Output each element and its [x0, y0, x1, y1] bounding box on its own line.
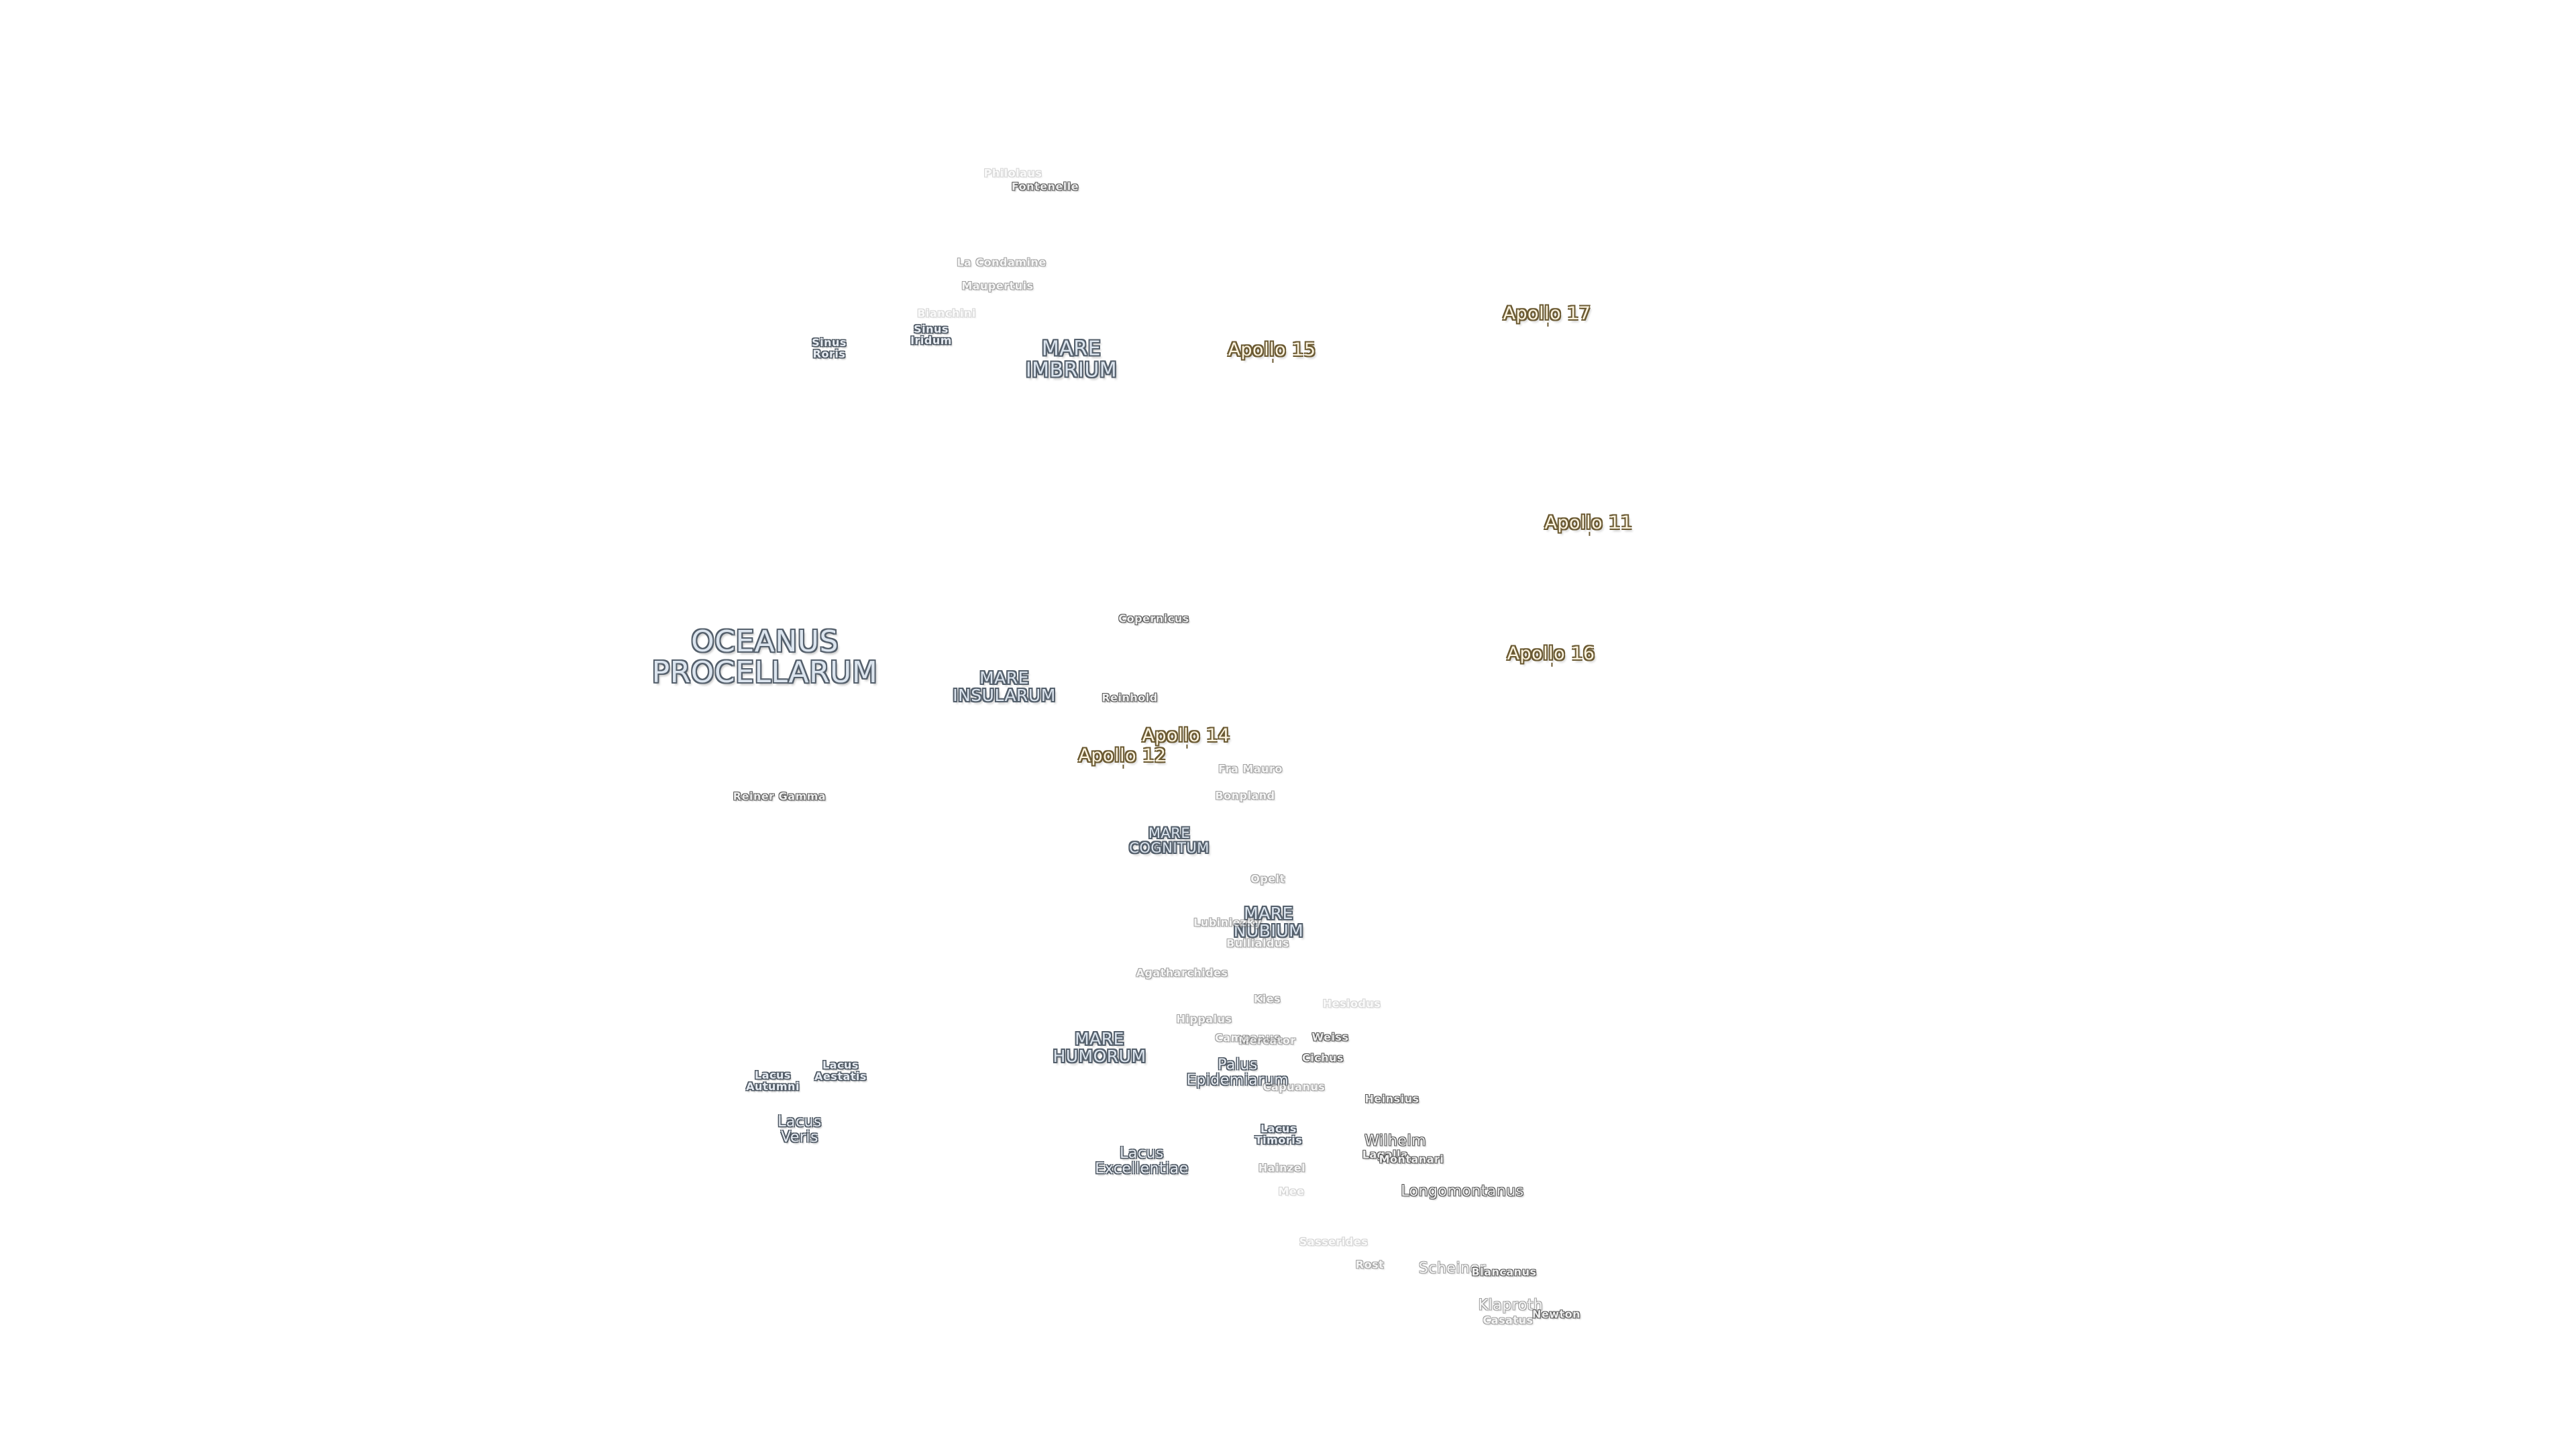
apollo-15-label: Apollo 15 [1228, 339, 1316, 364]
apollo-11-label: Apollo 11 [1544, 512, 1633, 537]
apollo-16-label: Apollo 16 [1507, 643, 1595, 667]
crater-bullialdus-label: Bullialdus [1226, 936, 1289, 950]
crater-heinsius-label: Heinsius [1364, 1092, 1419, 1106]
crater-maupertuis-label: Maupertuis [961, 279, 1034, 292]
crater-capuanus-label: Capuanus [1263, 1080, 1326, 1093]
crater-bonpland-label: Bonpland [1215, 789, 1275, 802]
crater-rost-label: Rost [1355, 1258, 1385, 1271]
crater-reiner-gamma-label: Reiner Gamma [733, 790, 826, 803]
crater-mee-label: Mee [1278, 1185, 1305, 1198]
crater-reinhold-label: Reinhold [1102, 691, 1158, 704]
crater-blancanus-label: Blancanus [1471, 1265, 1537, 1279]
crater-agatharchides-label: Agatharchides [1136, 966, 1228, 979]
crater-longomontanus-label: Longomontanus [1401, 1183, 1524, 1200]
apollo-12-label: Apollo 12 [1078, 745, 1167, 769]
crater-la-condamine-label: La Condamine [957, 256, 1046, 269]
crater-fra-mauro-label: Fra Mauro [1218, 762, 1283, 775]
crater-kies-label: Kies [1253, 992, 1281, 1006]
crater-weiss-label: Weiss [1311, 1030, 1349, 1044]
crater-copernicus-label: Copernicus [1118, 612, 1189, 625]
crater-casatus-label: Casatus [1483, 1313, 1534, 1327]
crater-klaproth-label: Klaproth [1478, 1297, 1544, 1314]
crater-newton-label: Newton [1532, 1307, 1581, 1321]
crater-cichus-label: Cichus [1301, 1051, 1344, 1065]
crater-bianchini-label: Bianchini [917, 307, 976, 320]
crater-opelt-label: Opelt [1250, 872, 1285, 885]
crater-fontenelle-label: Fontenelle [1011, 180, 1079, 193]
apollo-17-label: Apollo 17 [1503, 303, 1591, 327]
crater-hainzel-label: Hainzel [1258, 1161, 1306, 1175]
crater-lagalla-label: Lagalla [1362, 1148, 1409, 1161]
apollo-14-label: Apollo 14 [1142, 724, 1230, 749]
crater-hesiodus-label: Hesiodus [1322, 997, 1381, 1010]
crater-campanus-label: Campanus [1215, 1031, 1281, 1044]
crater-lubiniezky-label: Lubiniezky [1193, 916, 1262, 929]
crater-hippalus-label: Hippalus [1176, 1012, 1232, 1026]
crater-wilhelm-label: Wilhelm [1364, 1132, 1427, 1150]
crater-sasserides-label: Sasserides [1299, 1235, 1368, 1248]
crater-mercator-label: Mercator [1238, 1034, 1296, 1047]
crater-montanari-label: Montanari [1379, 1152, 1444, 1166]
crater-scheiner-label: Scheiner [1418, 1260, 1487, 1277]
crater-philolaus-label: Philolaus [983, 166, 1042, 180]
